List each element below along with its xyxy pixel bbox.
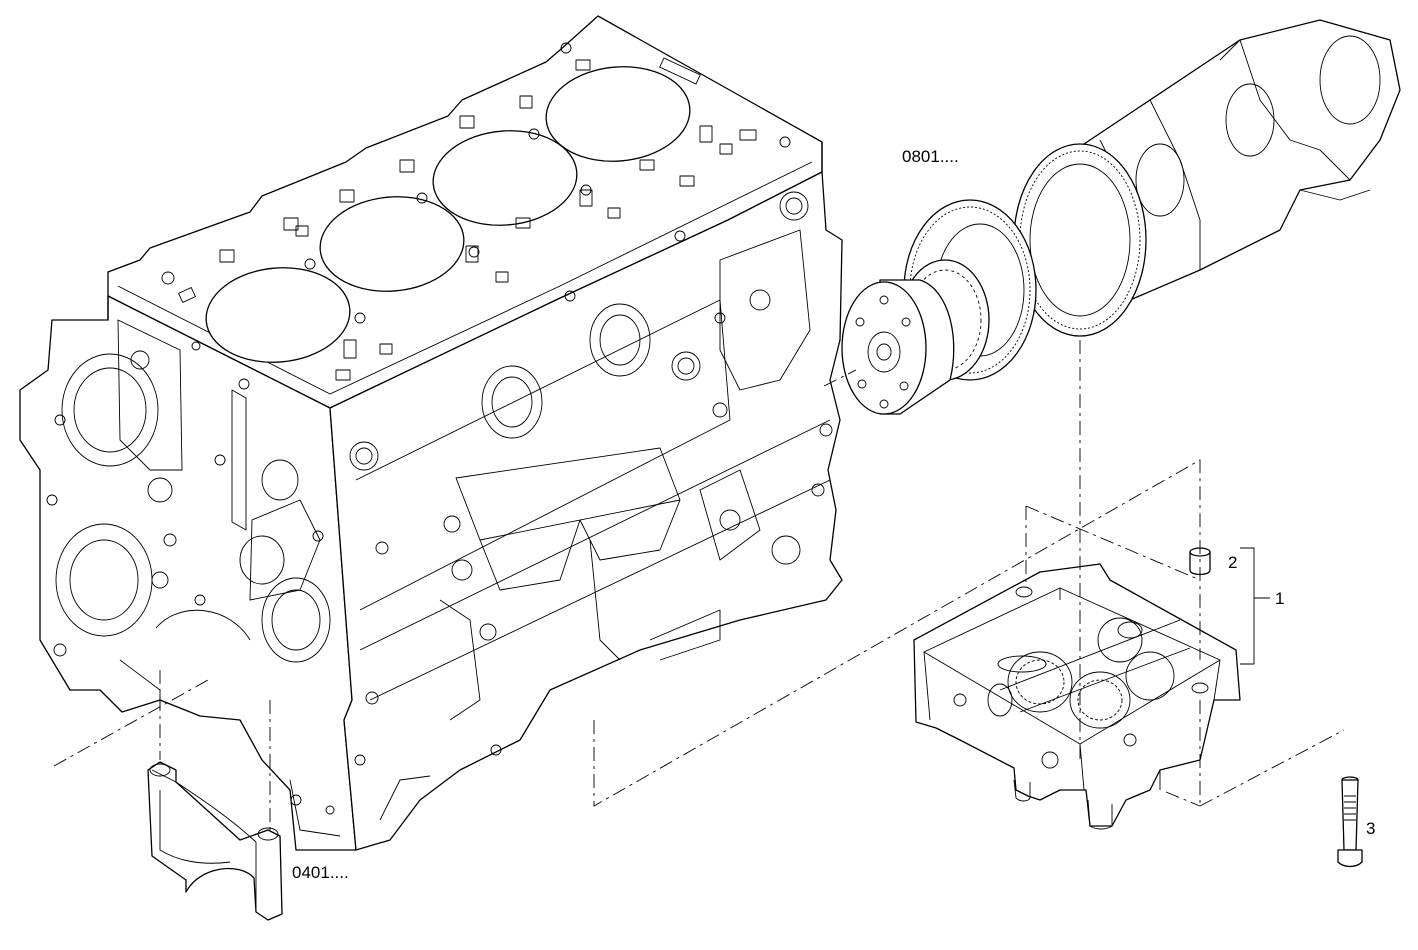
cylinder-bore-1 [205,267,351,363]
cylinder-bore-4 [545,66,691,162]
balancer-legs [953,693,1161,830]
block-side-face [329,171,843,851]
bolt [1337,776,1363,868]
crankshaft [841,19,1401,415]
group-bracket [1240,547,1270,665]
callout-item-2: 2 [1228,553,1237,572]
crank-hub [841,279,955,415]
dowel-pin [1189,547,1211,576]
callout-item-3: 3 [1366,819,1375,838]
bearing-cap [147,761,283,921]
cylinder-bore-3 [432,130,578,226]
callout-crankshaft-ref: 0801.... [902,147,959,166]
callout-bearing-ref: 0401.... [292,863,349,882]
balancer-shafts [987,617,1191,729]
side-face-details [349,191,833,821]
balancer-unit [913,563,1241,830]
cylinder-bore-2 [319,196,465,292]
engine-block [19,15,843,851]
deck-passages [161,42,791,390]
assembly-lines [53,340,1345,830]
callout-item-1: 1 [1275,589,1284,608]
front-face-details [46,319,341,837]
